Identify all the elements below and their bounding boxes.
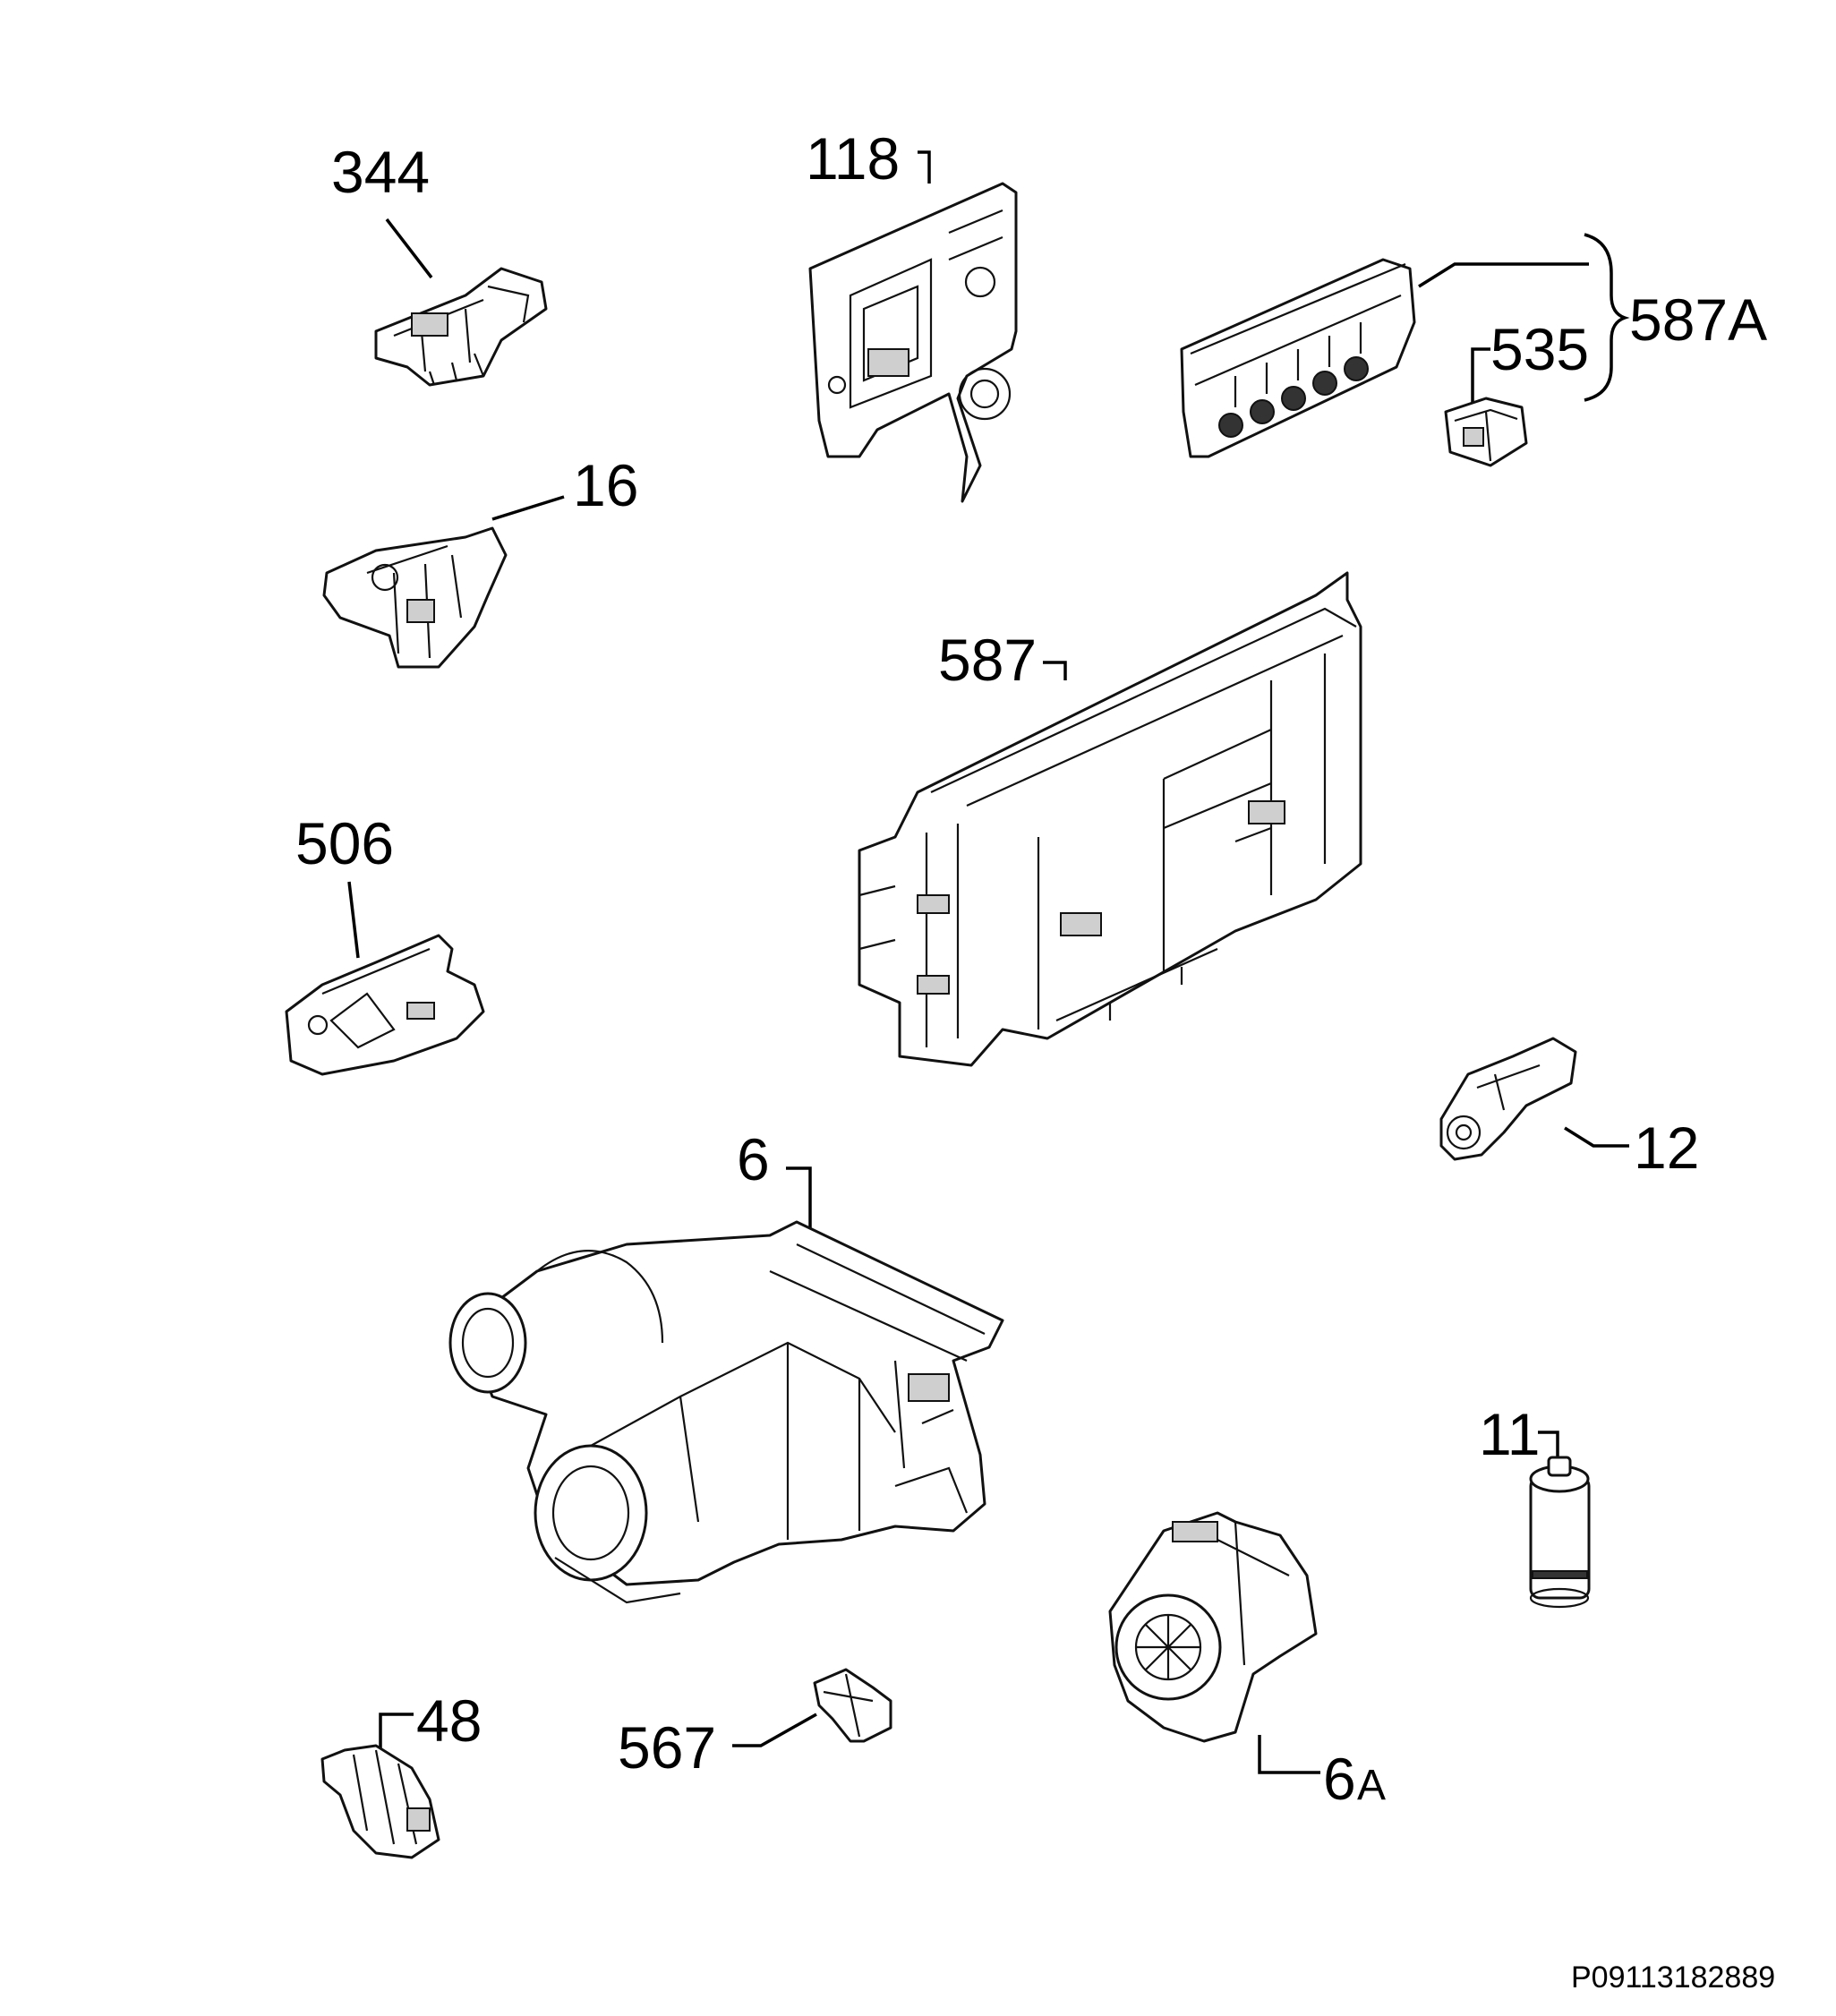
label-587A: 587A bbox=[1629, 286, 1767, 353]
part-12-pressure-sensor bbox=[1439, 1037, 1629, 1161]
part-587-main-module bbox=[858, 571, 1362, 1067]
part-11-capacitor bbox=[1529, 1431, 1591, 1609]
label-6: 6 bbox=[737, 1126, 770, 1192]
label-16: 16 bbox=[573, 452, 638, 518]
label-118: 118 bbox=[806, 125, 900, 192]
part-6-circulation-pump bbox=[448, 1166, 1004, 1604]
label-567: 567 bbox=[618, 1714, 716, 1781]
label-587: 587 bbox=[938, 627, 1037, 693]
label-6A-number: 6 bbox=[1323, 1746, 1356, 1812]
label-6A-suffix: A bbox=[1357, 1762, 1386, 1809]
brace-587A bbox=[1584, 233, 1630, 402]
label-506: 506 bbox=[295, 810, 394, 876]
label-344: 344 bbox=[331, 139, 430, 205]
label-12: 12 bbox=[1634, 1115, 1699, 1181]
part-48-sensor bbox=[320, 1713, 440, 1859]
part-6A-drain-pump bbox=[1108, 1511, 1320, 1774]
part-344-latch bbox=[374, 218, 548, 387]
label-535: 535 bbox=[1490, 316, 1589, 382]
part-506-dispenser-lever bbox=[285, 881, 485, 1076]
part-567-clip bbox=[732, 1668, 892, 1747]
label-11: 11 bbox=[1479, 1401, 1541, 1467]
part-16-door-switch bbox=[322, 495, 565, 669]
part-118-control-panel bbox=[808, 150, 1018, 503]
drawing-reference-code: P09113182889 bbox=[1571, 1960, 1775, 1995]
label-48: 48 bbox=[416, 1687, 482, 1754]
part-535-connector bbox=[1444, 347, 1528, 467]
part-587A-module bbox=[1180, 258, 1589, 458]
